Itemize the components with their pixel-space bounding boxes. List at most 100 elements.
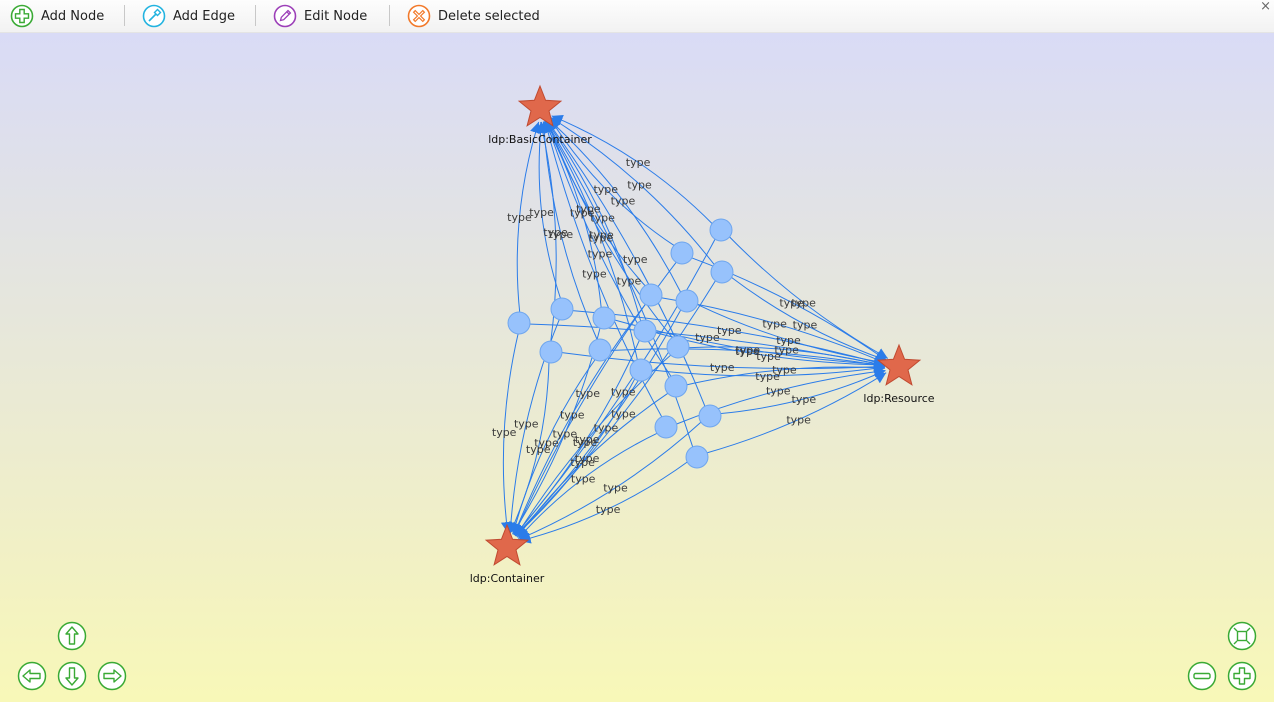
add-edge-button[interactable]: Add Edge xyxy=(142,4,235,28)
type-edge[interactable] xyxy=(550,116,716,267)
blank-node[interactable] xyxy=(710,260,734,284)
type-edge[interactable] xyxy=(509,360,550,534)
edge-label: type xyxy=(611,386,636,399)
type-edge[interactable] xyxy=(517,431,660,539)
blank-node[interactable] xyxy=(588,338,612,362)
add-node-button[interactable]: Add Node xyxy=(10,4,104,28)
type-edge[interactable] xyxy=(705,372,887,454)
edge-label: type xyxy=(603,482,628,495)
delete-selected-button[interactable]: Delete selected xyxy=(407,4,540,28)
type-edge[interactable] xyxy=(516,391,670,538)
edit-node-label: Edit Node xyxy=(304,8,368,24)
arrow-right-icon xyxy=(97,661,127,691)
edge-label: type xyxy=(507,211,532,224)
type-edge[interactable] xyxy=(545,119,674,340)
edge-label: type xyxy=(623,253,648,266)
nav-down-button[interactable] xyxy=(57,661,87,691)
type-edge[interactable] xyxy=(551,114,714,226)
cross-circle-icon xyxy=(407,4,431,28)
plus-circle-icon xyxy=(10,4,34,28)
minus-icon xyxy=(1187,661,1217,691)
type-edge[interactable] xyxy=(500,331,520,534)
edge-label: type xyxy=(514,418,539,431)
edge-label: type xyxy=(755,370,780,383)
zoom-in-button[interactable] xyxy=(1227,661,1257,691)
type-edge[interactable] xyxy=(608,348,886,370)
blank-node[interactable] xyxy=(664,374,688,398)
type-edge[interactable] xyxy=(545,120,642,323)
blank-node[interactable] xyxy=(550,297,574,321)
blank-node[interactable] xyxy=(709,218,733,242)
add-node-label: Add Node xyxy=(41,8,105,24)
type-edge[interactable] xyxy=(718,369,886,415)
toolbar-separator xyxy=(124,5,125,26)
edge-label: type xyxy=(695,331,720,344)
edge-label: type xyxy=(573,436,598,449)
edge-label: type xyxy=(792,393,817,406)
type-edge[interactable] xyxy=(544,120,639,362)
type-edge[interactable] xyxy=(518,420,703,541)
pencil-icon xyxy=(273,4,297,28)
edge-label: type xyxy=(526,443,551,456)
type-edge[interactable] xyxy=(544,120,673,379)
blank-node[interactable] xyxy=(592,306,616,330)
type-edge[interactable] xyxy=(516,121,541,315)
type-edge[interactable] xyxy=(649,363,886,377)
zoom-extends-button[interactable] xyxy=(1227,621,1257,651)
type-edge[interactable] xyxy=(515,278,717,537)
edge-label: type xyxy=(529,206,554,219)
blank-node[interactable] xyxy=(629,358,653,382)
type-edge[interactable] xyxy=(729,275,887,362)
blank-node[interactable] xyxy=(539,340,563,364)
nav-right-button[interactable] xyxy=(97,661,127,691)
type-edge[interactable] xyxy=(546,119,707,409)
type-edge[interactable] xyxy=(727,235,889,359)
blank-node[interactable] xyxy=(666,335,690,359)
delete-selected-label: Delete selected xyxy=(438,8,540,24)
resource-node-label: ldp:BasicContainer xyxy=(488,133,592,146)
edge-label: type xyxy=(571,472,596,485)
blank-node[interactable] xyxy=(685,445,709,469)
resource-node-label: ldp:Resource xyxy=(863,392,934,405)
type-edge[interactable] xyxy=(519,460,690,544)
type-edge[interactable] xyxy=(545,120,694,449)
blank-node[interactable] xyxy=(639,283,663,307)
blank-node[interactable] xyxy=(507,311,531,335)
type-edge[interactable] xyxy=(510,357,597,535)
nav-up-button[interactable] xyxy=(57,621,87,651)
edge-label: type xyxy=(582,268,607,281)
blank-node[interactable] xyxy=(654,415,678,439)
type-edge[interactable] xyxy=(538,121,599,342)
blank-node[interactable] xyxy=(675,289,699,313)
blank-node[interactable] xyxy=(670,241,694,265)
type-edge[interactable] xyxy=(686,346,886,369)
close-icon[interactable]: × xyxy=(1260,0,1271,14)
plus-icon xyxy=(1227,661,1257,691)
edge-label: type xyxy=(588,248,613,261)
edge-label: type xyxy=(575,387,600,400)
blank-node[interactable] xyxy=(698,404,722,428)
type-edge[interactable] xyxy=(684,362,886,386)
edge-label: type xyxy=(570,207,595,220)
edge-label: type xyxy=(735,345,760,358)
edge-label: type xyxy=(710,361,735,374)
edge-label: type xyxy=(611,407,636,420)
edge-label: type xyxy=(779,296,804,309)
resource-node-rs[interactable] xyxy=(876,343,922,386)
edit-node-button[interactable]: Edit Node xyxy=(273,4,367,28)
type-edge[interactable] xyxy=(548,118,682,295)
zoom-out-button[interactable] xyxy=(1187,661,1217,691)
type-edge[interactable] xyxy=(534,121,562,301)
edge-label: type xyxy=(611,194,636,207)
edge-label: type xyxy=(534,436,559,449)
resource-node-bc[interactable] xyxy=(517,84,563,127)
network-graph[interactable]: typetypetypetypetypetypetypetypetypetype… xyxy=(0,33,1274,702)
edge-label: type xyxy=(594,421,619,434)
nav-left-button[interactable] xyxy=(17,661,47,691)
type-edge[interactable] xyxy=(543,121,602,310)
blank-node[interactable] xyxy=(633,319,657,343)
type-edge[interactable] xyxy=(542,120,664,419)
resource-node-ct[interactable] xyxy=(484,523,530,566)
type-edge[interactable] xyxy=(549,117,676,247)
